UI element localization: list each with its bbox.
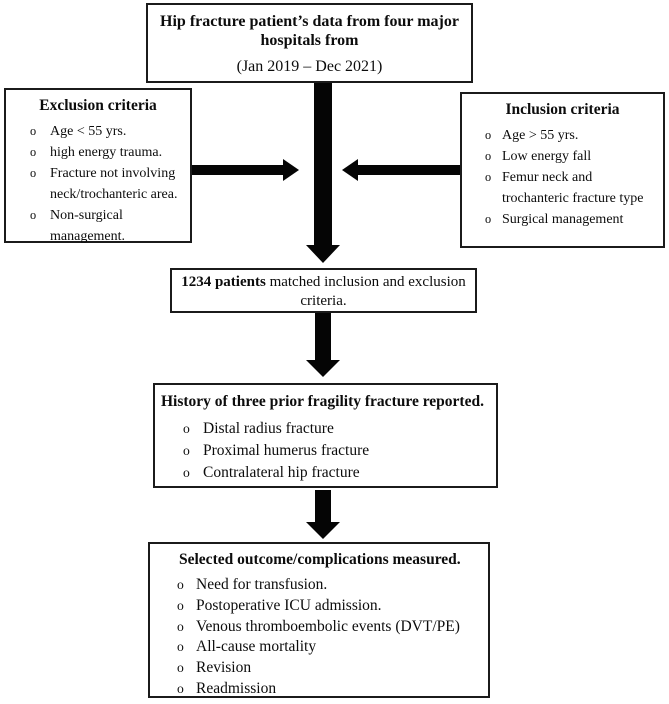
list-item: o Readmission (150, 679, 488, 700)
list-item: o Venous thromboembolic events (DVT/PE) (150, 617, 488, 638)
bullet-marker: o (177, 639, 184, 655)
bullet-marker: o (485, 170, 492, 184)
list-item: o Age < 55 yrs. (6, 121, 190, 142)
history-title: History of three prior fragility fractur… (161, 393, 484, 410)
list-item-text: Readmission (196, 679, 277, 697)
bullet-marker: o (177, 660, 184, 676)
list-item: o Need for transfusion. (150, 575, 488, 596)
list-item-text: Distal radius fracture (203, 420, 334, 437)
down-arrow-head-icon (306, 245, 340, 263)
bullet-marker: o (30, 208, 37, 222)
left-arrow-head-icon (342, 159, 358, 181)
patients-line1-rest: matched inclusion and exclusion (265, 274, 466, 290)
bullet-marker: o (177, 680, 184, 696)
bullet-marker: o (30, 145, 37, 159)
inclusion-title: Inclusion criteria (505, 101, 620, 118)
bullet-marker: o (177, 577, 184, 592)
down-arrow-shaft (315, 490, 331, 522)
exclusion-list: o Age < 55 yrs. o high energy trauma. o … (6, 121, 190, 247)
patients-line1: 1234 patients matched inclusion and excl… (172, 273, 475, 292)
source-box-title-line2: hospitals from (260, 32, 359, 49)
down-arrow-shaft (314, 83, 332, 245)
list-item-text: Contralateral hip fracture (203, 464, 360, 481)
list-item-text: Postoperative ICU admission. (196, 596, 382, 614)
list-item: o Low energy fall (462, 146, 663, 167)
list-item-text: Non-surgical management. (50, 208, 126, 244)
inclusion-criteria-box: Inclusion criteria o Age > 55 yrs. o Low… (460, 92, 665, 248)
list-item-text: Femur neck and trochanteric fracture typ… (502, 170, 644, 206)
outcomes-title: Selected outcome/complications measured. (179, 551, 461, 568)
list-item: o Contralateral hip fracture (155, 462, 496, 484)
list-item-text: Venous thromboembolic events (DVT/PE) (196, 617, 460, 635)
list-item-text: high energy trauma. (50, 145, 163, 160)
left-arrow-shaft (358, 165, 460, 175)
outcomes-list: o Need for transfusion. o Postoperative … (150, 575, 488, 700)
exclusion-criteria-box: Exclusion criteria o Age < 55 yrs. o hig… (4, 88, 192, 244)
matched-patients-box: 1234 patients matched inclusion and excl… (170, 268, 477, 313)
bullet-marker: o (485, 212, 492, 226)
bullet-marker: o (30, 166, 37, 180)
outcomes-box: Selected outcome/complications measured.… (148, 542, 490, 698)
list-item: o Non-surgical management. (6, 205, 190, 247)
right-arrow-shaft (192, 165, 283, 175)
list-item-text: Revision (196, 659, 252, 677)
bullet-marker: o (177, 618, 184, 634)
source-box-title-line1: Hip fracture patient’s data from four ma… (160, 13, 459, 30)
down-arrow-head-icon (306, 522, 340, 539)
list-item: o Femur neck and trochanteric fracture t… (462, 167, 663, 209)
list-item: o All-cause mortality (150, 637, 488, 658)
bullet-marker: o (183, 465, 190, 480)
bullet-marker: o (485, 149, 492, 163)
list-item: o high energy trauma. (6, 142, 190, 163)
list-item-text: Low energy fall (502, 149, 592, 164)
list-item: o Postoperative ICU admission. (150, 596, 488, 617)
list-item-text: Fracture not involving neck/trochanteric… (50, 166, 178, 202)
right-arrow-head-icon (283, 159, 299, 181)
list-item-text: Surgical management (502, 212, 624, 227)
list-item: o Fracture not involving neck/trochanter… (6, 163, 190, 205)
bullet-marker: o (177, 597, 184, 613)
bullet-marker: o (183, 421, 190, 436)
list-item: o Surgical management (462, 209, 663, 230)
list-item: o Age > 55 yrs. (462, 125, 663, 146)
down-arrow-head-icon (306, 360, 340, 377)
bullet-marker: o (485, 128, 492, 142)
bullet-marker: o (30, 124, 37, 138)
inclusion-list: o Age > 55 yrs. o Low energy fall o Femu… (462, 125, 663, 230)
list-item-text: Age > 55 yrs. (502, 128, 579, 143)
patients-line2: criteria. (300, 293, 347, 309)
source-box-period: (Jan 2019 – Dec 2021) (236, 58, 383, 75)
list-item-text: All-cause mortality (196, 638, 317, 656)
list-item: o Proximal humerus fracture (155, 440, 496, 462)
history-list: o Distal radius fracture o Proximal hume… (155, 418, 496, 484)
patients-count: 1234 patients (181, 274, 266, 290)
fracture-history-box: History of three prior fragility fractur… (153, 383, 498, 488)
list-item-text: Proximal humerus fracture (203, 442, 370, 459)
source-data-box: Hip fracture patient’s data from four ma… (146, 3, 473, 83)
list-item: o Distal radius fracture (155, 418, 496, 440)
down-arrow-shaft (315, 313, 331, 360)
bullet-marker: o (183, 443, 190, 458)
exclusion-title: Exclusion criteria (39, 97, 157, 114)
list-item-text: Age < 55 yrs. (50, 124, 127, 139)
list-item-text: Need for transfusion. (196, 576, 328, 593)
list-item: o Revision (150, 658, 488, 679)
